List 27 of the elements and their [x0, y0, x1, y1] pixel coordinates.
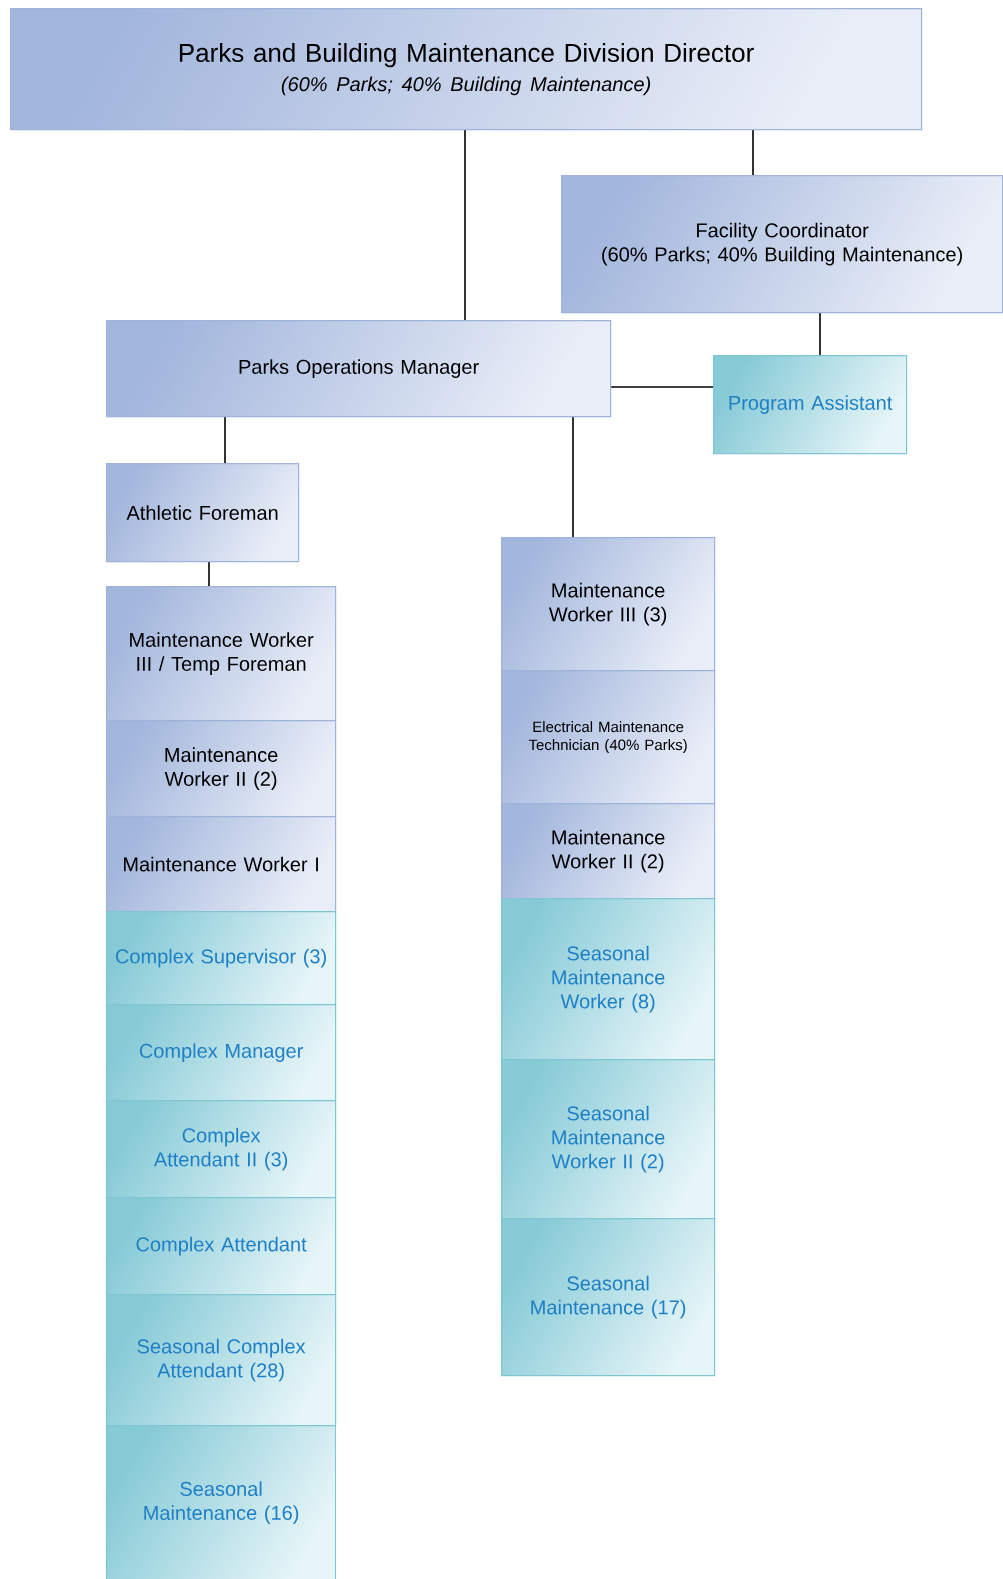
position-box: Maintenance Worker III / Temp Foreman [106, 586, 337, 722]
position-box: Complex Attendant [106, 1197, 337, 1296]
connector-line [572, 415, 574, 538]
position-box: Program Assistant [713, 355, 908, 455]
connector-line [819, 311, 821, 356]
connector-line [208, 560, 210, 587]
position-box: Seasonal Maintenance (17) [501, 1218, 716, 1377]
position-box: Maintenance Worker II (2) [501, 803, 716, 900]
position-box: Electrical Maintenance Technician (40% Parks) [501, 670, 716, 805]
position-box: Seasonal Complex Attendant (28) [106, 1294, 337, 1427]
position-box: Maintenance Worker III (3) [501, 537, 716, 672]
connector-line [752, 128, 754, 176]
position-box: Facility Coordinator (60% Parks; 40% Building Maintenance) [561, 175, 1003, 314]
position-box: Seasonal Maintenance (16) [106, 1425, 337, 1579]
position-box: Maintenance Worker II (2) [106, 720, 337, 818]
connector-line [609, 386, 714, 388]
position-box: Athletic Foreman [106, 463, 300, 563]
position-box: Complex Attendant II (3) [106, 1100, 337, 1199]
position-box: Maintenance Worker I [106, 816, 337, 913]
connector-line [464, 128, 466, 321]
position-box: Complex Manager [106, 1004, 337, 1102]
position-box: Seasonal Maintenance Worker (8) [501, 898, 716, 1061]
position-box: Parks Operations Manager [106, 320, 612, 418]
position-box: Seasonal Maintenance Worker II (2) [501, 1059, 716, 1220]
position-box: Parks and Building Maintenance Division Director (60% Parks; 40% Building Maintenance) [10, 8, 923, 131]
position-box: Complex Supervisor (3) [106, 911, 337, 1006]
connector-line [224, 415, 226, 464]
